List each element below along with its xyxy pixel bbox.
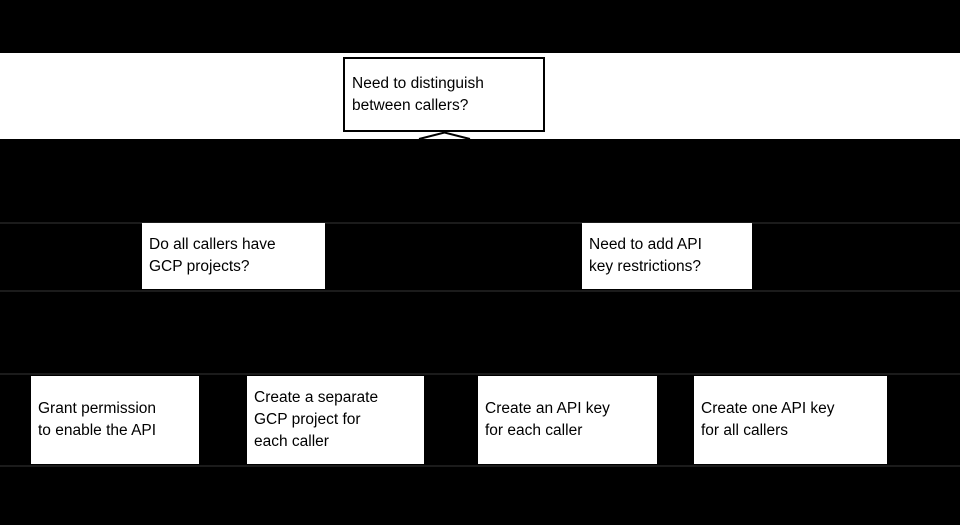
node-root-question: Need to distinguish between callers? <box>343 57 545 132</box>
row-divider <box>0 222 960 224</box>
node-answer-key-all-callers: Create one API key for all callers <box>694 376 887 464</box>
node-answer-separate-project: Create a separate GCP project for each c… <box>247 376 424 464</box>
node-label: Need to distinguish between callers? <box>352 74 484 114</box>
node-label: Do all callers have GCP projects? <box>149 236 276 275</box>
node-answer-grant-permission: Grant permission to enable the API <box>31 376 199 464</box>
row-divider <box>0 373 960 375</box>
node-question-gcp-projects: Do all callers have GCP projects? <box>142 223 325 289</box>
node-label: Grant permission to enable the API <box>38 400 157 439</box>
node-question-key-restrictions: Need to add API key restrictions? <box>582 223 752 289</box>
node-label: Create an API key for each caller <box>485 400 610 439</box>
node-label: Need to add API key restrictions? <box>589 236 702 275</box>
row-divider <box>0 290 960 292</box>
node-label: Create one API key for all callers <box>701 400 835 439</box>
node-answer-key-each-caller: Create an API key for each caller <box>478 376 657 464</box>
row-divider <box>0 465 960 467</box>
node-label: Create a separate GCP project for each c… <box>254 389 379 450</box>
branch-split-connector <box>418 131 471 140</box>
